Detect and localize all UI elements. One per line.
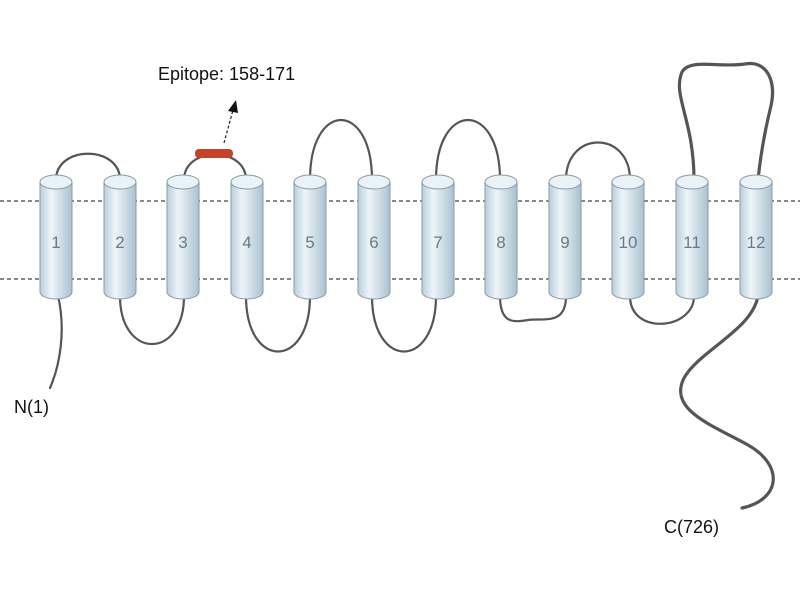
intracellular-loop-8-9	[498, 294, 568, 323]
extracellular-loop-9-10	[564, 141, 632, 182]
intracellular-loop-2-3	[118, 294, 186, 346]
helix-cylinder	[357, 181, 391, 300]
helix-cylinder	[166, 181, 200, 300]
helix-cylinder	[293, 181, 327, 300]
helix-label: 6	[369, 233, 378, 252]
helix-cylinder	[548, 181, 582, 300]
helix-12: 12	[739, 174, 773, 300]
helix-cylinder	[739, 181, 773, 300]
helix-cylinder	[484, 181, 518, 300]
helix-cap	[611, 174, 645, 190]
epitope-arrow-head	[228, 100, 238, 113]
helix-2: 2	[103, 174, 137, 300]
helix-cylinder	[611, 181, 645, 300]
helix-cylinder	[675, 181, 709, 300]
helix-label: 1	[51, 233, 60, 252]
epitope-label: Epitope: 158-171	[158, 64, 295, 84]
helix-cap	[39, 174, 73, 190]
helix-label: 2	[115, 233, 124, 252]
helix-cylinder	[230, 181, 264, 300]
helix-3: 3	[166, 174, 200, 300]
helix-7: 7	[421, 174, 455, 300]
helix-label: 8	[496, 233, 505, 252]
helix-5: 5	[293, 174, 327, 300]
helix-cylinder	[103, 181, 137, 300]
helix-cap	[103, 174, 137, 190]
helix-label: 10	[619, 233, 638, 252]
intracellular-loop-4-5	[244, 294, 312, 353]
helix-label: 3	[178, 233, 187, 252]
extracellular-loop-7-8	[434, 119, 502, 182]
helix-cap	[293, 174, 327, 190]
helix-9: 9	[548, 174, 582, 300]
helix-cap	[230, 174, 264, 190]
helix-label: 5	[305, 233, 314, 252]
helix-label: 4	[242, 233, 251, 252]
helix-cap	[739, 174, 773, 190]
helix-label: 11	[683, 233, 701, 252]
epitope-arrow	[223, 109, 234, 144]
helix-cap	[421, 174, 455, 190]
n-terminus-label: N(1)	[14, 397, 49, 417]
helix-4: 4	[230, 174, 264, 300]
helix-cap	[548, 174, 582, 190]
extracellular-loop-5-6	[308, 119, 374, 182]
helix-cap	[357, 174, 391, 190]
extracellular-loop-11-12	[677, 61, 775, 182]
extracellular-loop-1-2	[54, 152, 122, 182]
helix-cylinder	[421, 181, 455, 300]
helix-cylinder	[39, 181, 73, 300]
helix-cap	[675, 174, 709, 190]
helix-8: 8	[484, 174, 518, 300]
n-terminal-tail	[48, 294, 63, 390]
epitope-marker	[195, 149, 233, 158]
helix-6: 6	[357, 174, 391, 300]
helix-1: 1	[39, 174, 73, 300]
helix-label: 12	[747, 233, 766, 252]
c-terminal-tail	[679, 294, 775, 510]
helix-cap	[166, 174, 200, 190]
helix-label: 9	[560, 233, 569, 252]
helix-10: 10	[611, 174, 645, 300]
helix-11: 11	[675, 174, 709, 300]
c-terminus-label: C(726)	[664, 517, 719, 537]
helix-cap	[484, 174, 518, 190]
intracellular-loop-10-11	[628, 294, 696, 325]
helix-label: 7	[433, 233, 442, 252]
intracellular-loop-6-7	[370, 294, 438, 353]
